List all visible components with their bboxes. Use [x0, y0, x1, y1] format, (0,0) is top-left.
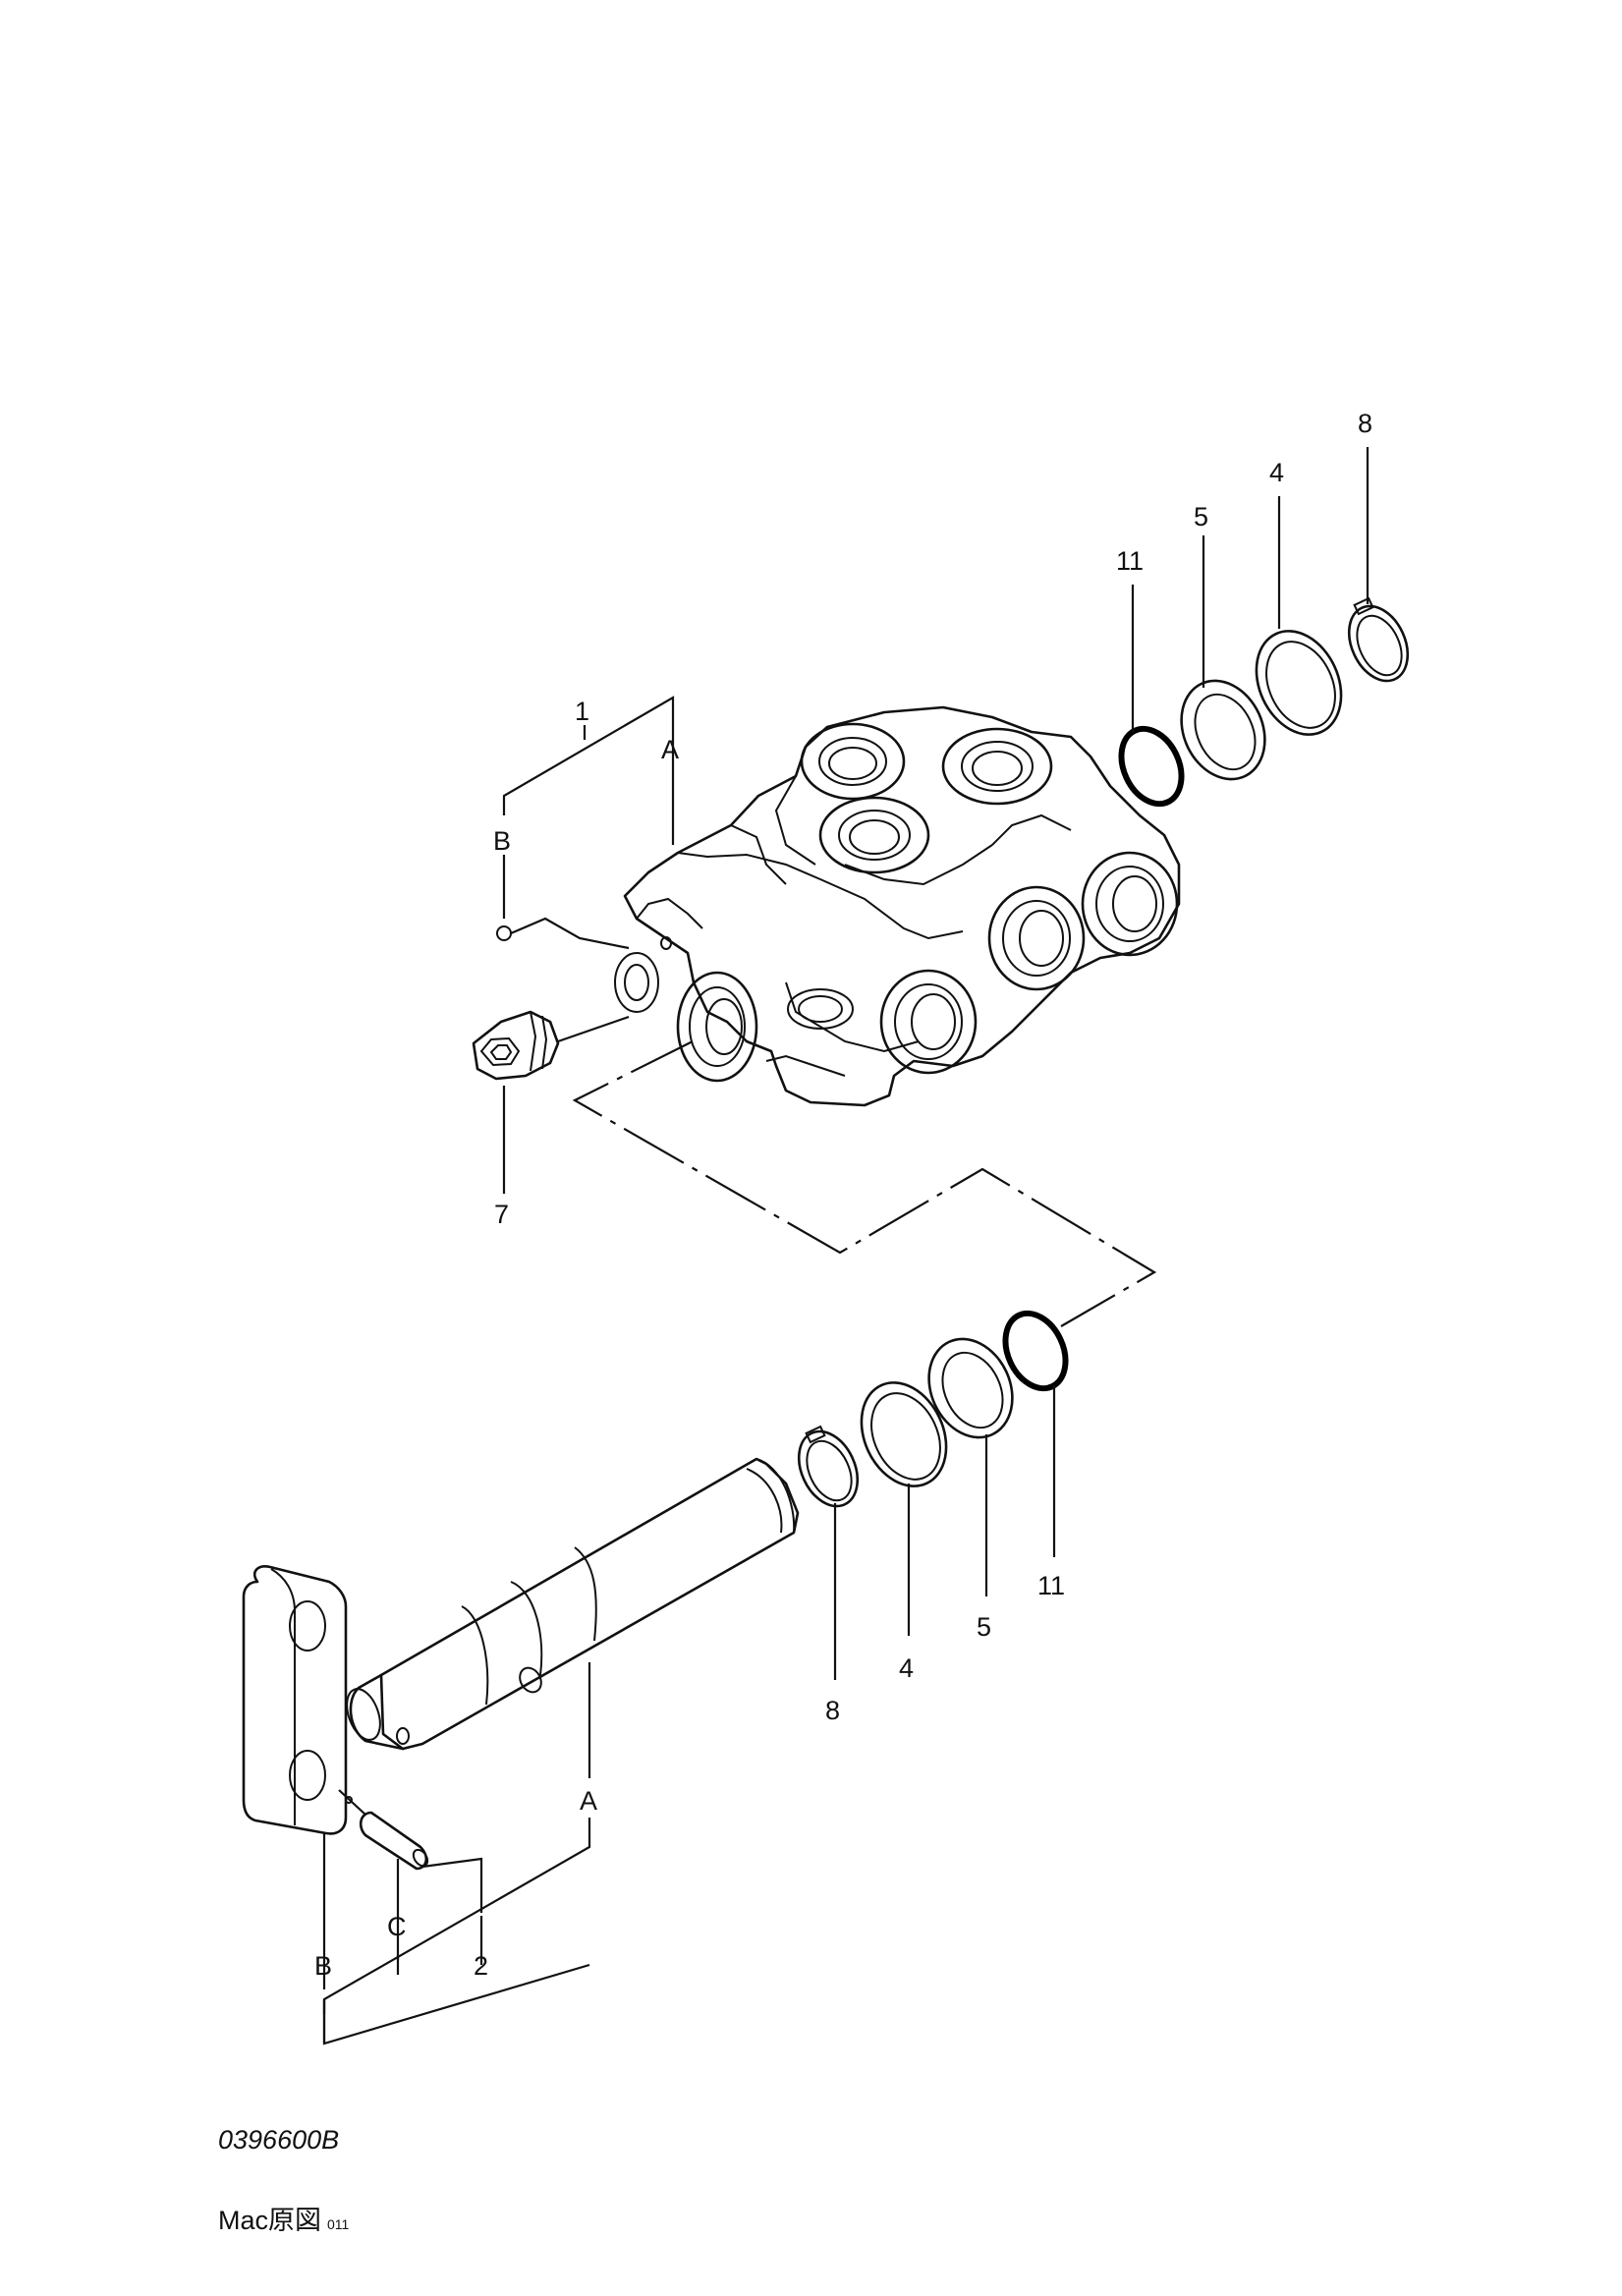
callout-4-upper: 4: [1269, 458, 1284, 487]
callout-c: C: [387, 1912, 407, 1941]
callout-5-upper: 5: [1194, 502, 1208, 532]
source-note-text: Mac原図: [218, 2206, 322, 2235]
callout-7: 7: [494, 1200, 509, 1229]
callout-2: 2: [474, 1951, 488, 1981]
callout-a-lower: A: [580, 1786, 597, 1816]
callout-lines: [322, 447, 1370, 2045]
pin-icon: [338, 1789, 429, 1871]
lower-washer: [860, 1381, 948, 1487]
callout-5-lower: 5: [977, 1612, 991, 1642]
source-note: Mac原図 011: [218, 2199, 349, 2237]
lower-o-ring: [1002, 1310, 1069, 1392]
lower-snap-ring: [797, 1425, 860, 1508]
callout-11-upper: 11: [1116, 546, 1144, 576]
callout-4-lower: 4: [899, 1653, 914, 1683]
drawing-code: 0396600B: [218, 2125, 340, 2155]
lever-plate-icon: [242, 1565, 348, 1835]
plug-icon: [472, 1010, 630, 1081]
upper-spacer: [1180, 679, 1266, 781]
callout-a-upper: A: [661, 735, 679, 764]
callout-8-upper: 8: [1358, 409, 1372, 438]
callout-b-lower: B: [314, 1951, 332, 1981]
upper-snap-ring: [1347, 596, 1410, 683]
shaft-icon: [346, 1457, 800, 1751]
valve-body: [614, 705, 1181, 1107]
lower-spacer: [927, 1337, 1014, 1439]
source-note-sub: 011: [327, 2216, 350, 2232]
callout-8-lower: 8: [825, 1696, 840, 1725]
callout-11-lower: 11: [1037, 1571, 1065, 1600]
callout-b-upper: B: [493, 826, 511, 856]
upper-o-ring: [1118, 725, 1185, 808]
callout-1: 1: [575, 697, 589, 726]
upper-washer: [1255, 630, 1343, 736]
